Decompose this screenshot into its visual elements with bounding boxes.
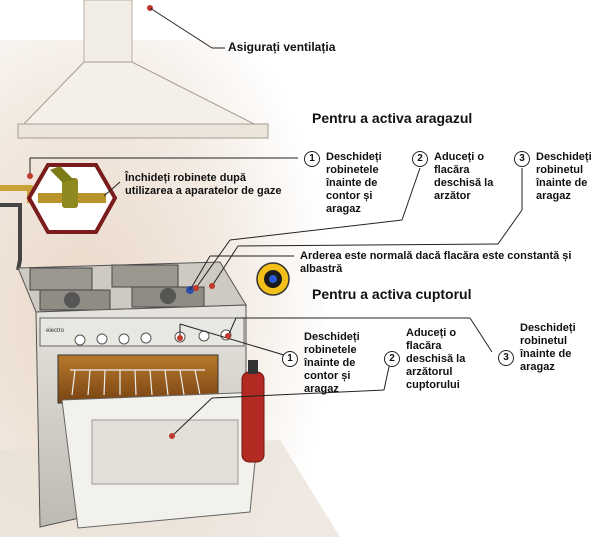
close-valves-label: Închideți robinete după utilizarea a apa… (125, 172, 282, 197)
step-text: Deschideți robinetele înainte de contor … (304, 331, 360, 395)
svg-text:electro: electro (46, 328, 65, 334)
combustion-note: Arderea este normală dacă flacăra este c… (300, 250, 572, 275)
ventilation-label: Asigurați ventilația (228, 40, 336, 54)
step-number-badge: 3 (498, 350, 514, 366)
step-number-badge: 1 (304, 151, 320, 167)
gas-valve-icon (26, 163, 118, 234)
step-text: Aduceți o flacăra deschisă la arzător (434, 151, 494, 202)
leader-dots (27, 173, 231, 439)
oven-step-3: 3 Deschideți robinetul înainte de aragaz (498, 322, 598, 374)
step-number-badge: 3 (514, 151, 530, 167)
step-text: Deschideți robinetul înainte de aragaz (520, 322, 576, 373)
step-number-badge: 1 (282, 351, 298, 367)
stove-step-2: 2 Aduceți o flacăra deschisă la arzător (412, 151, 502, 203)
oven-section-title: Pentru a activa cuptorul (312, 286, 472, 302)
step-text: Deschideți robinetul înainte de aragaz (536, 151, 592, 202)
step-number-badge: 2 (412, 151, 428, 167)
stove-icon: electro (17, 261, 263, 529)
blue-flame-icon (256, 262, 290, 296)
stove-step-3: 3 Deschideți robinetul înainte de aragaz (514, 151, 604, 203)
oven-step-1: 1 Deschideți robinetele înainte de conto… (282, 331, 382, 396)
stove-step-1: 1 Deschideți robinetele înainte de conto… (304, 151, 396, 216)
fire-extinguisher-icon (241, 360, 265, 463)
range-hood-icon (17, 0, 269, 139)
step-text: Aduceți o flacăra deschisă la arzătorul … (406, 327, 466, 391)
stove-section-title: Pentru a activa aragazul (312, 110, 473, 126)
step-number-badge: 2 (384, 351, 400, 367)
oven-step-2: 2 Aduceți o flacăra deschisă la arzătoru… (384, 327, 484, 392)
leader-lines (29, 7, 523, 437)
step-text: Deschideți robinetele înainte de contor … (326, 151, 382, 215)
